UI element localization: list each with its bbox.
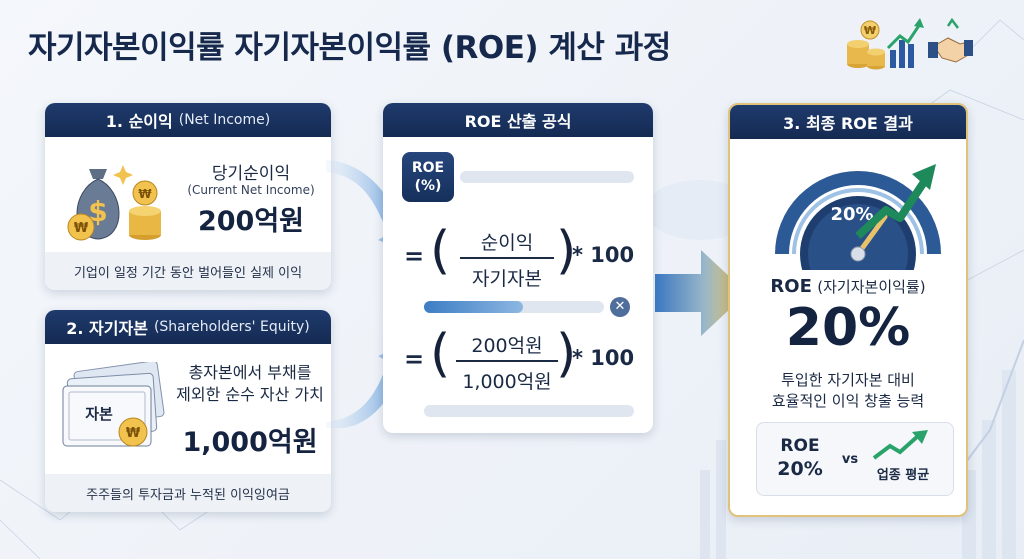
formula-bottom-bar <box>424 405 634 417</box>
equity-description: 총자본에서 부채를 제외한 순수 자산 가치 <box>169 362 331 406</box>
svg-text:₩: ₩ <box>74 221 89 236</box>
net-income-footer: 기업이 일정 기간 동안 벌어들인 실제 이익 <box>45 252 331 290</box>
net-income-label-en: (Current Net Income) <box>187 183 315 197</box>
formula2-denominator: 1,000억원 <box>462 371 552 393</box>
close-icon: ✕ <box>610 297 630 317</box>
industry-trend-icon <box>872 430 928 460</box>
growth-chart-icon <box>886 18 924 68</box>
page-title: 자기자본이익률 자기자본이익률 (ROE) 계산 과정 <box>28 30 671 66</box>
formula2-left-paren: ( <box>430 324 451 384</box>
formula1-denominator: 자기자본 <box>472 268 542 290</box>
svg-text:₩: ₩ <box>138 187 152 201</box>
net-income-header-sub: (Net Income) <box>178 112 271 128</box>
result-label-main: ROE <box>770 276 812 297</box>
svg-text:$: $ <box>88 195 107 228</box>
formula2-equals: = <box>404 345 425 373</box>
gauge-needle <box>855 214 888 257</box>
formula2-numerator: 200억원 <box>471 335 543 357</box>
formula1-left-paren: ( <box>430 221 451 281</box>
money-bag-icon: $ ₩ ₩ <box>67 165 161 241</box>
equity-footer: 주주들의 투자금과 누적된 이익잉여금 <box>45 474 331 512</box>
result-label: ROE (자기자본이익률) <box>730 276 966 297</box>
net-income-card: 1. 순이익 (Net Income) $ ₩ ₩ 당기순이익 (Current… <box>45 103 331 290</box>
equity-header-main: 2. 자기자본 <box>66 319 148 338</box>
formula1-multiplier: * 100 <box>572 243 635 267</box>
equity-desc-line1: 총자본에서 부채를 <box>188 363 312 382</box>
formula-header: ROE 산출 공식 <box>383 103 653 137</box>
compare-vs: vs <box>841 452 859 467</box>
compare-industry-label: 업종 평균 <box>876 468 930 483</box>
equity-header-sub: (Shareholders' Equity) <box>153 319 310 335</box>
roe-percent-tag: ROE (%) <box>402 152 454 202</box>
trend-arrow-icon <box>856 164 936 239</box>
result-desc-line2: 효율적인 이익 창출 능력 <box>771 392 925 410</box>
formula1-equals: = <box>404 242 425 270</box>
result-label-sub: (자기자본이익률) <box>817 278 926 296</box>
formula2-fraction-line <box>456 360 558 362</box>
coin-stack-icon: ₩ <box>847 20 885 70</box>
gauge-value: 20% <box>830 204 873 225</box>
net-income-label-ko: 당기순이익 <box>211 164 291 184</box>
certificate-label: 자본 <box>85 405 113 423</box>
svg-text:₩: ₩ <box>864 24 876 37</box>
equity-header: 2. 자기자본 (Shareholders' Equity) <box>45 310 331 344</box>
result-header: 3. 최종 ROE 결과 <box>730 105 966 139</box>
formula2-right-paren: ) <box>556 324 577 384</box>
formula-mid-bar <box>424 301 604 313</box>
formula1-numerator: 순이익 <box>480 232 534 254</box>
formula-top-bar <box>460 171 634 183</box>
compare-roe-value: 20% <box>777 458 823 480</box>
certificate-icon: 자본 ₩ <box>62 362 165 447</box>
equity-desc-line2: 제외한 순수 자산 가치 <box>176 385 324 404</box>
net-income-header: 1. 순이익 (Net Income) <box>45 103 331 137</box>
net-income-header-main: 1. 순이익 <box>105 112 173 131</box>
roe-tag-line2: (%) <box>414 178 442 194</box>
svg-text:₩: ₩ <box>126 426 141 441</box>
roe-tag-line1: ROE <box>411 160 445 176</box>
handshake-icon <box>928 17 973 63</box>
equity-value: 1,000억원 <box>182 427 318 458</box>
result-value: 20% <box>785 298 911 358</box>
formula1-fraction-line <box>460 257 554 259</box>
compare-roe-label: ROE <box>780 436 820 456</box>
equity-card: 2. 자기자본 (Shareholders' Equity) 자본 ₩ 총자본에… <box>45 310 331 512</box>
arrow-formula-to-result <box>655 250 747 336</box>
result-desc-line1: 투입한 자기자본 대비 <box>781 371 915 389</box>
net-income-value: 200억원 <box>197 206 305 237</box>
header-illustration: ₩ <box>847 17 973 70</box>
result-description: 투입한 자기자본 대비 효율적인 이익 창출 능력 <box>730 370 966 412</box>
formula1-right-paren: ) <box>556 221 577 281</box>
formula2-multiplier: * 100 <box>572 346 635 370</box>
